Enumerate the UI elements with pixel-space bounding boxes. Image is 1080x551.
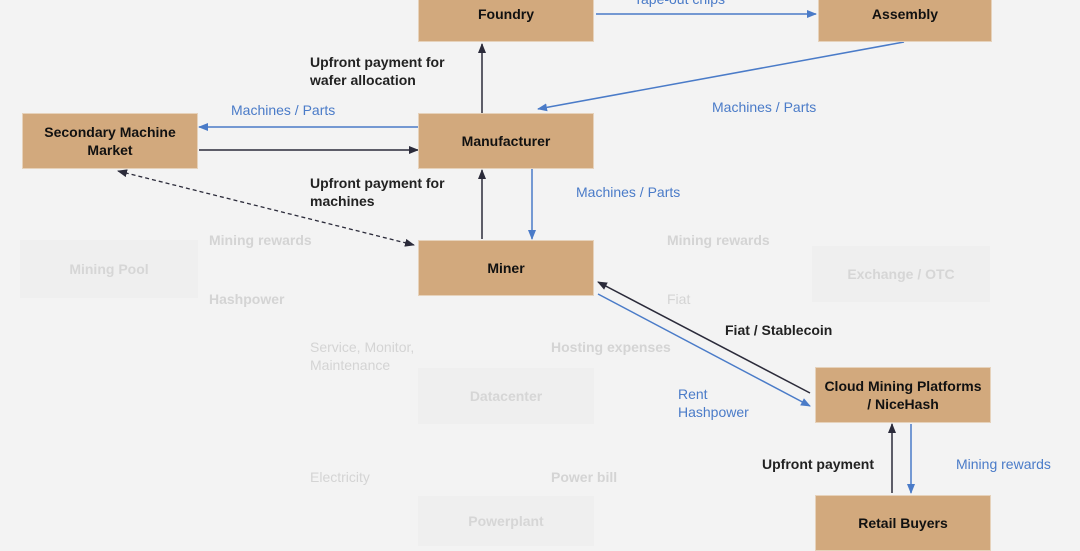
datacenter-node: Datacenter	[418, 368, 594, 424]
label-tape-out: Tape-out chips	[634, 0, 725, 8]
faded-hosting: Hosting expenses	[551, 339, 671, 355]
label-machines-parts-secondary: Machines / Parts	[231, 102, 336, 118]
faded-fiat: Fiat	[667, 291, 691, 307]
faded-hashpower: Hashpower	[209, 291, 285, 307]
manufacturer-node: Manufacturer	[418, 113, 594, 169]
label-machines-parts-assembly: Machines / Parts	[712, 99, 817, 115]
secondary-market-node: Secondary Machine Market	[22, 113, 198, 169]
label-upfront-payment: Upfront payment	[762, 456, 874, 472]
miner-node: Miner	[418, 240, 594, 296]
faded-electricity: Electricity	[310, 469, 370, 485]
faded-mining-rewards-left: Mining rewards	[209, 232, 312, 248]
arrow-cloud-miner	[597, 281, 811, 394]
label-upfront-machines: Upfront payment for machines	[310, 175, 445, 209]
cloud-mining-node: Cloud Mining Platforms / NiceHash	[815, 367, 991, 423]
arrow-miner-cloud	[597, 293, 811, 407]
label-machines-parts-miner: Machines / Parts	[576, 184, 681, 200]
exchange-node: Exchange / OTC	[812, 246, 990, 302]
retail-buyers-node: Retail Buyers	[815, 495, 991, 551]
arrow-secondary-miner-dashed	[117, 169, 415, 247]
label-rent-hashpower: Rent Hashpower	[678, 386, 749, 420]
label-mining-rewards-retail: Mining rewards	[956, 456, 1051, 472]
foundry-node: Foundry	[418, 0, 594, 42]
faded-service: Service, Monitor, Maintenance	[310, 339, 415, 373]
label-upfront-wafer: Upfront payment for wafer allocation	[310, 54, 445, 88]
faded-power-bill: Power bill	[551, 469, 618, 485]
assembly-node: Assembly	[818, 0, 992, 42]
faded-mining-rewards-right: Mining rewards	[667, 232, 770, 248]
mining-pool-node: Mining Pool	[20, 240, 198, 298]
flow-arrows	[117, 10, 915, 494]
arrow-assembly-manufacturer	[537, 41, 905, 112]
label-fiat-stablecoin: Fiat / Stablecoin	[725, 322, 833, 338]
